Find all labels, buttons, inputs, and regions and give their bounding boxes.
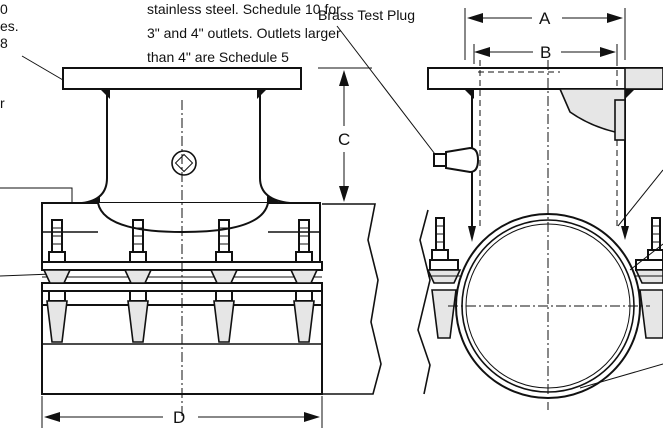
end-view: A B	[417, 8, 663, 410]
dim-b-arrow-left	[474, 47, 490, 57]
side-outlet-body	[81, 88, 291, 204]
end-weld-low-left	[468, 226, 476, 242]
left-note-line-1: 0	[0, 1, 8, 17]
bolt-leader	[0, 273, 53, 277]
side-plug-outer	[171, 150, 197, 176]
end-weld-left	[464, 89, 474, 99]
dim-a-arrow-right	[607, 13, 623, 23]
side-bolt-2	[123, 219, 153, 343]
end-leader-3	[579, 363, 663, 389]
outlet-note-line-1: stainless steel. Schedule 10 for	[147, 1, 341, 17]
left-note-leader	[21, 55, 64, 81]
dim-a-arrow-left	[467, 13, 483, 23]
dim-a-label: A	[539, 9, 551, 28]
side-weld-low-left	[86, 196, 100, 203]
dim-b-label: B	[540, 43, 551, 62]
side-bolt-4	[289, 219, 319, 343]
dim-c-arrow-top	[339, 70, 349, 86]
left-note-line-2: es.	[0, 18, 19, 34]
side-weld-left	[100, 89, 110, 99]
side-bolt-3	[209, 219, 239, 343]
dim-d-arrow-left	[44, 412, 60, 422]
side-saddle-curve	[97, 202, 269, 234]
left-note-line-4: r	[0, 95, 5, 111]
pipe-break	[322, 203, 382, 395]
test-plug-leader	[336, 25, 439, 159]
side-flange	[62, 67, 302, 90]
side-weld-right	[257, 89, 267, 99]
left-note: 0 es. 8 r	[0, 1, 19, 111]
test-plug-head	[433, 153, 447, 167]
dim-c-label: C	[338, 130, 350, 149]
side-view: C D	[41, 67, 382, 428]
side-plug-square	[174, 153, 194, 173]
end-leader-2	[629, 243, 663, 271]
test-plug-body	[445, 146, 480, 174]
end-weld-right	[625, 89, 635, 99]
dim-d-arrow-right	[304, 412, 320, 422]
left-note-line-3: 8	[0, 35, 8, 51]
dim-d-label: D	[173, 408, 185, 427]
end-flange	[427, 67, 663, 90]
test-plug-label: Brass Test Plug	[318, 7, 415, 23]
outlet-note-line-2: 3" and 4" outlets. Outlets larger	[147, 25, 341, 41]
outlet-note: stainless steel. Schedule 10 for 3" and …	[147, 1, 341, 65]
side-bolt-1	[42, 219, 72, 343]
end-cutaway-wall	[614, 99, 626, 141]
dim-b-arrow-right	[600, 47, 616, 57]
end-pipe-break	[417, 209, 431, 395]
end-lug-left	[426, 217, 462, 339]
dim-c-arrow-bottom	[339, 186, 349, 202]
outlet-note-line-3: than 4" are Schedule 5	[147, 49, 289, 65]
end-leader-1	[617, 169, 663, 227]
end-weld-low-right	[621, 226, 629, 240]
side-weld-low-right	[267, 196, 281, 203]
end-flange-section	[624, 67, 663, 90]
